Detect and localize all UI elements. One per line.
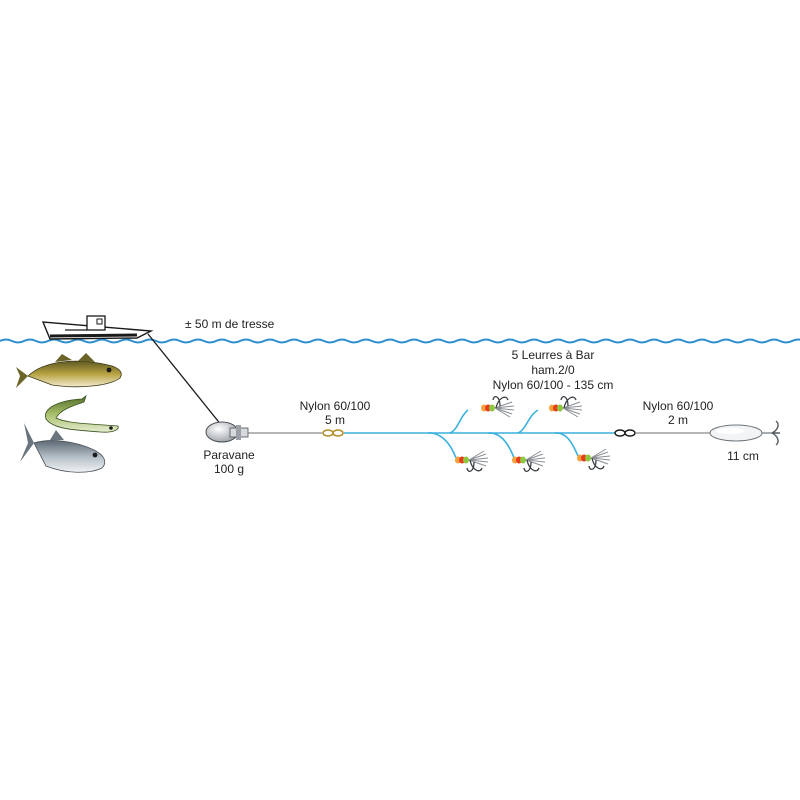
- water-surface: [0, 338, 800, 344]
- nylon-end-label: Nylon 60/100: [643, 399, 714, 413]
- boat-icon: [41, 315, 154, 340]
- lure-hook-icon: [577, 448, 611, 470]
- braid-label: ± 50 m de tresse: [185, 317, 275, 331]
- eel-icon: [45, 394, 119, 433]
- sea-bass-icon: [20, 423, 106, 473]
- lure-hook-icon: [455, 450, 489, 472]
- pollock-icon: [16, 353, 122, 388]
- end-swivel-icon: [614, 429, 636, 437]
- lures-title-label: 5 Leurres à Bar: [512, 348, 595, 362]
- lure-hook-icon: [512, 450, 546, 472]
- nylon-end-length-label: 2 m: [668, 413, 688, 427]
- lure-hook-icon: [549, 396, 583, 418]
- lures-nylon-label: Nylon 60/100 - 135 cm: [493, 378, 614, 392]
- spoon-size-label: 11 cm: [727, 449, 759, 463]
- paravane-weight-label: 100 g: [214, 462, 244, 476]
- lure-mainline: [344, 409, 615, 459]
- paravane-name-label: Paravane: [203, 448, 255, 462]
- nylon-main-label: Nylon 60/100: [300, 399, 371, 413]
- lures-hook-label: ham.2/0: [531, 363, 575, 377]
- braid-line: [147, 333, 223, 427]
- lure-group: [455, 396, 611, 472]
- swivel-icon: [322, 429, 344, 437]
- spoon-icon: [709, 420, 780, 446]
- paravane-icon: [205, 421, 249, 443]
- lure-hook-icon: [481, 396, 515, 418]
- nylon-main-length-label: 5 m: [325, 413, 345, 427]
